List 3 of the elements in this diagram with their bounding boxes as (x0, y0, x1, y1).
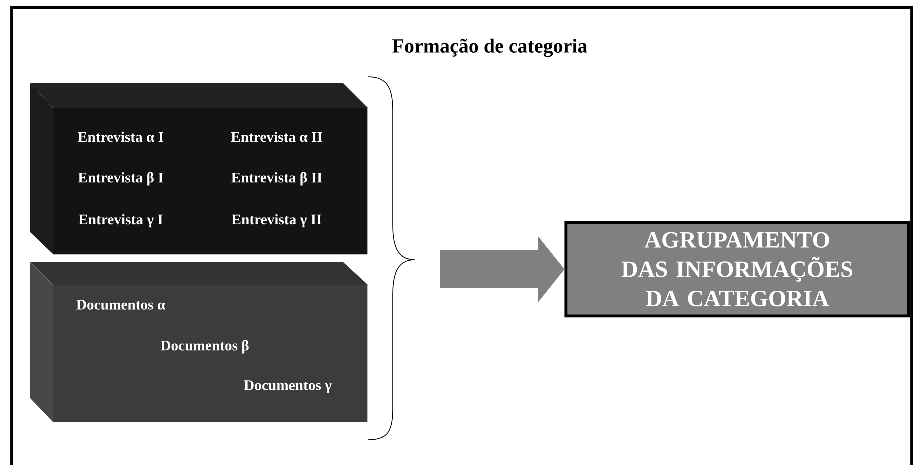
block: Entrevista α I Entrevista α II Entrevista β I Entrevista β II Entrevista γ I Entrevista γ II (30, 83, 368, 255)
block: Documentos α Documentos β Documentos γ (30, 262, 368, 422)
title: Formação de categoria (392, 38, 588, 58)
